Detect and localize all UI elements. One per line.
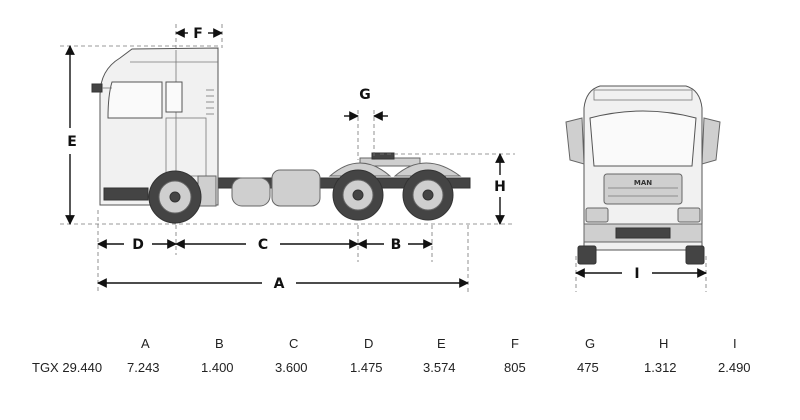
dim-label-d: D — [132, 237, 144, 253]
value-f: 805 — [504, 360, 526, 375]
column-header-h: H — [659, 336, 669, 351]
dim-label-a: A — [274, 276, 285, 292]
rear-wheel-2 — [402, 169, 454, 221]
front-wheel — [148, 170, 202, 224]
value-i: 2.490 — [718, 360, 751, 375]
value-d: 1.475 — [350, 360, 383, 375]
value-e: 3.574 — [423, 360, 456, 375]
dim-label-f: F — [193, 26, 203, 42]
dim-label-g: G — [359, 87, 371, 103]
truck-front-view: MAN — [565, 85, 721, 265]
dim-label-e: E — [67, 134, 77, 150]
dim-label-b: B — [391, 237, 402, 253]
column-header-c: C — [289, 336, 299, 351]
spec-table: A B C D E F G H I TGX 29.440 7.243 1.400… — [0, 330, 800, 390]
column-header-b: B — [215, 336, 224, 351]
value-b: 1.400 — [201, 360, 234, 375]
column-header-f: F — [511, 336, 519, 351]
value-g: 475 — [577, 360, 599, 375]
dimension-labels: A B C D E F G H I — [67, 26, 639, 292]
value-h: 1.312 — [644, 360, 677, 375]
truck-side-view — [91, 47, 471, 224]
value-a: 7.243 — [127, 360, 160, 375]
dim-label-i: I — [634, 266, 639, 282]
dim-label-c: C — [258, 237, 268, 253]
rear-wheel-1 — [332, 169, 384, 221]
column-header-a: A — [141, 336, 150, 351]
column-header-i: I — [733, 336, 737, 351]
model-name: TGX 29.440 — [32, 360, 103, 375]
man-logo: MAN — [634, 179, 652, 187]
dim-label-h: H — [494, 179, 506, 195]
truck-dimension-drawing: A B C D E F G H I MAN — [60, 24, 721, 292]
column-header-e: E — [437, 336, 446, 351]
column-header-g: G — [585, 336, 596, 351]
value-c: 3.600 — [275, 360, 308, 375]
column-header-d: D — [364, 336, 374, 351]
dimension-lines — [60, 24, 707, 292]
